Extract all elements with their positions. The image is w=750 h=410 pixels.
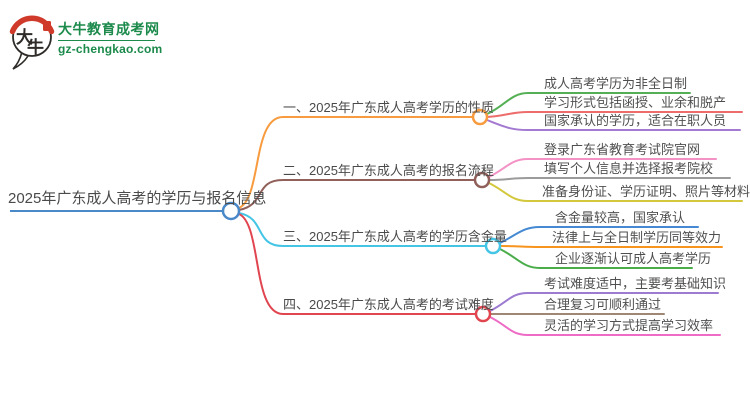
leaf-label[interactable]: 合理复习可顺利通过 xyxy=(544,297,662,312)
leaf-4-1-connector xyxy=(489,292,719,312)
logo-text-block: 大牛教育成考网 gz-chengkao.com xyxy=(58,21,162,56)
leaf-3-1-connector xyxy=(499,226,699,244)
branch-3-connector xyxy=(238,212,487,247)
leaf-4-3-connector xyxy=(489,316,721,336)
root-node-circle[interactable] xyxy=(221,201,241,221)
leaf-label[interactable]: 登录广东省教育考试院官网 xyxy=(544,142,701,157)
site-logo[interactable]: 大 牛 大牛教育成考网 gz-chengkao.com xyxy=(8,10,223,72)
branch-2-node-circle[interactable] xyxy=(473,171,491,189)
leaf-2-1-connector xyxy=(488,158,717,178)
leaf-label[interactable]: 考试难度适中，主要考基础知识 xyxy=(544,276,727,291)
logo-divider xyxy=(58,40,155,41)
leaf-3-2-connector xyxy=(499,245,723,248)
logo-domain: gz-chengkao.com xyxy=(58,42,163,56)
leaf-2-2-connector xyxy=(488,177,731,181)
branch-4-node-circle[interactable] xyxy=(474,305,492,323)
branch-2-label[interactable]: 二、2025年广东成人高考的报名流程 xyxy=(283,163,494,178)
leaf-1-2-connector xyxy=(486,111,743,118)
branch-2-connector xyxy=(238,179,476,211)
logo-mark-char-1: 大 xyxy=(16,27,33,47)
leaf-label[interactable]: 灵活的学习方式提高学习效率 xyxy=(544,318,714,333)
branch-4-label[interactable]: 四、2025年广东成人高考的考试难度 xyxy=(283,297,494,312)
leaf-label[interactable]: 填写个人信息并选择报考院校 xyxy=(544,161,714,176)
branch-1-label[interactable]: 一、2025年广东成人高考学历的性质 xyxy=(283,100,494,115)
root-topic-label[interactable]: 2025年广东成人高考的学历与报名信息 xyxy=(8,190,267,207)
branch-4-connector xyxy=(238,213,477,315)
leaf-label[interactable]: 法律上与全日制学历同等效力 xyxy=(552,230,722,245)
leaf-1-1-connector xyxy=(486,92,691,115)
leaf-label[interactable]: 国家承认的学历，适合在职人员 xyxy=(544,113,727,128)
leaf-label[interactable]: 准备身份证、学历证明、照片等材料 xyxy=(542,184,750,199)
leaf-2-3-connector xyxy=(488,182,743,202)
leaf-label[interactable]: 学习形式包括函授、业余和脱产 xyxy=(544,95,727,110)
branch-1-connector xyxy=(238,116,474,209)
leaf-3-3-connector xyxy=(499,248,693,269)
logo-seal xyxy=(43,21,51,31)
leaf-label[interactable]: 企业逐渐认可成人高考学历 xyxy=(555,251,712,266)
logo-bubble-graphic: 大 牛 xyxy=(9,15,55,70)
logo-site-title: 大牛教育成考网 xyxy=(58,21,160,37)
logo-mark-char-2: 牛 xyxy=(27,37,44,57)
branch-3-label[interactable]: 三、2025年广东成人高考的学历含金量 xyxy=(283,229,507,244)
leaf-1-3-connector xyxy=(486,119,741,131)
branch-3-node-circle[interactable] xyxy=(484,237,502,255)
logo-bubble-tail xyxy=(12,50,30,70)
leaf-label[interactable]: 成人高考学历为非全日制 xyxy=(544,76,688,91)
leaf-label[interactable]: 含金量较高，国家承认 xyxy=(555,210,686,225)
branch-1-node-circle[interactable] xyxy=(471,108,489,126)
